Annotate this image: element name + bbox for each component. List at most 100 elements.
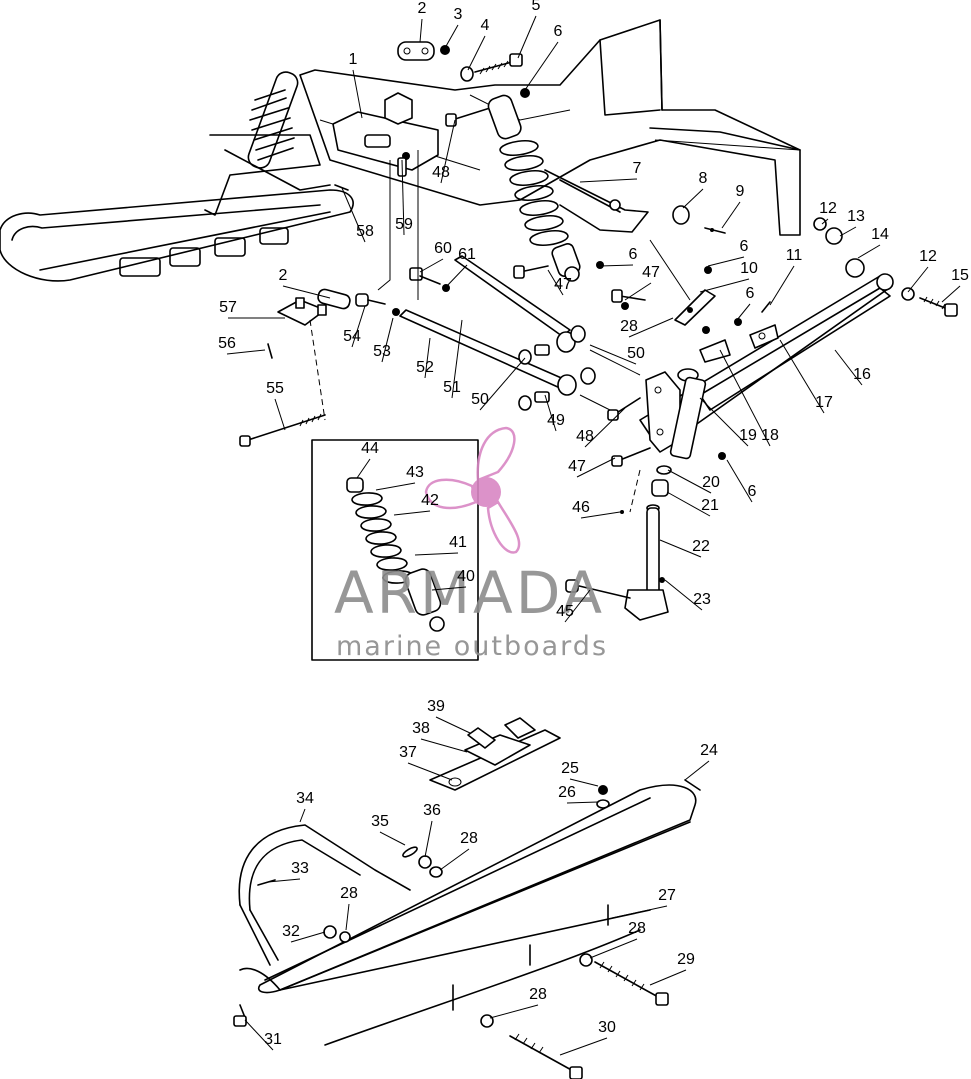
callout-leader-c6d bbox=[736, 303, 751, 321]
callout-c37: 37 bbox=[399, 744, 417, 761]
callout-c49: 49 bbox=[547, 412, 565, 429]
pin-part-11 bbox=[761, 301, 771, 313]
callout-leader-c51 bbox=[451, 319, 463, 399]
ball-joint-part-49 bbox=[534, 344, 550, 403]
callout-leader-c47c bbox=[576, 457, 616, 478]
callout-c30: 30 bbox=[598, 1019, 616, 1036]
callout-c17: 17 bbox=[815, 394, 833, 411]
bolt-part-45 bbox=[565, 579, 631, 599]
callout-c57: 57 bbox=[219, 299, 237, 316]
callout-leader-c6a bbox=[524, 41, 559, 91]
washer-part-28-a bbox=[429, 866, 443, 878]
callout-leader-c56 bbox=[226, 349, 266, 355]
callout-leader-c60 bbox=[419, 258, 444, 273]
callout-leader-c14 bbox=[857, 244, 881, 259]
callout-leader-c48a bbox=[584, 407, 626, 448]
callout-leader-c9 bbox=[721, 201, 741, 229]
watermark-subtitle: marine outboards bbox=[336, 631, 608, 662]
callout-leader-c25 bbox=[569, 778, 599, 787]
callout-leader-c7 bbox=[579, 178, 638, 183]
propeller-logo-icon bbox=[424, 426, 521, 554]
callout-c35: 35 bbox=[371, 813, 389, 830]
callout-leader-c28e bbox=[489, 1004, 539, 1019]
callout-leader-c43 bbox=[375, 482, 416, 491]
callout-c10: 10 bbox=[740, 260, 758, 277]
callout-c29: 29 bbox=[677, 951, 695, 968]
callout-c47c: 47 bbox=[568, 458, 586, 475]
callout-c1: 1 bbox=[349, 51, 358, 68]
callout-leader-c6c bbox=[599, 264, 634, 267]
callout-leader-c28b bbox=[439, 848, 470, 871]
bolt-part-60 bbox=[409, 267, 441, 285]
ski-part-24 bbox=[258, 779, 701, 994]
callout-c61: 61 bbox=[458, 246, 476, 263]
callout-c6a: 6 bbox=[554, 23, 563, 40]
callout-c50b: 50 bbox=[471, 391, 489, 408]
nut-part-3 bbox=[440, 45, 450, 55]
callout-c59: 59 bbox=[395, 216, 413, 233]
callout-c25: 25 bbox=[561, 760, 579, 777]
callout-c52: 52 bbox=[416, 359, 434, 376]
callout-leader-c28a bbox=[628, 317, 674, 338]
callout-leader-c38 bbox=[420, 738, 468, 753]
callout-c51: 51 bbox=[443, 379, 461, 396]
nut-part-28-upper bbox=[621, 302, 629, 310]
callout-c54: 54 bbox=[343, 328, 361, 345]
callout-c6c: 6 bbox=[629, 246, 638, 263]
nut-part-36 bbox=[418, 855, 432, 869]
callout-leader-c49 bbox=[544, 394, 557, 432]
bolt-part-29 bbox=[594, 961, 669, 1006]
left-ski-assembly bbox=[0, 71, 354, 282]
nut-part-6-mid bbox=[734, 318, 742, 326]
callout-leader-c30 bbox=[559, 1037, 608, 1056]
callout-c55: 55 bbox=[266, 380, 284, 397]
callout-c7: 7 bbox=[633, 160, 642, 177]
nut-part-32 bbox=[323, 925, 337, 939]
callout-c48b: 48 bbox=[432, 164, 450, 181]
callout-leader-c20 bbox=[667, 469, 712, 494]
callout-c11: 11 bbox=[786, 247, 803, 264]
bushing-part-8 bbox=[672, 205, 690, 225]
callout-c48a: 48 bbox=[576, 428, 594, 445]
callout-c33: 33 bbox=[291, 860, 309, 877]
callout-leader-c45 bbox=[564, 589, 591, 623]
callout-c47a: 47 bbox=[642, 264, 660, 281]
shock-inset bbox=[311, 439, 479, 661]
plate-part-2 bbox=[397, 41, 435, 61]
callout-leader-c54 bbox=[351, 305, 366, 348]
left-spring bbox=[247, 71, 299, 169]
callout-leader-c13 bbox=[839, 226, 857, 237]
callout-c28a: 28 bbox=[620, 318, 638, 335]
callout-c31: 31 bbox=[264, 1031, 282, 1048]
callout-c12b: 12 bbox=[919, 248, 937, 265]
rod-end-part-50-c bbox=[557, 374, 577, 396]
bolt-part-54 bbox=[355, 293, 386, 307]
pin-part-46 bbox=[620, 510, 624, 514]
callout-c50a: 50 bbox=[627, 345, 645, 362]
ski-loop-part-34 bbox=[238, 824, 411, 966]
callout-leader-c23 bbox=[664, 579, 703, 611]
callout-c18: 18 bbox=[761, 427, 779, 444]
callout-c16: 16 bbox=[853, 366, 871, 383]
callout-leader-c2b bbox=[282, 285, 331, 299]
bolt-part-55 bbox=[239, 413, 326, 447]
bracket-part-10 bbox=[674, 289, 716, 326]
callout-leader-c33 bbox=[267, 878, 301, 883]
washer-part-28-d bbox=[480, 1014, 494, 1028]
pin-part-35 bbox=[402, 846, 418, 858]
a-arm-part-7 bbox=[544, 169, 649, 233]
callout-c28e: 28 bbox=[529, 986, 547, 1003]
callout-c56: 56 bbox=[218, 335, 236, 352]
tie-rod-part-51 bbox=[454, 255, 571, 337]
callout-c23: 23 bbox=[693, 591, 711, 608]
upper-assembly bbox=[0, 19, 958, 661]
bolt-part-15 bbox=[919, 296, 958, 317]
callout-leader-c26 bbox=[566, 801, 599, 804]
callout-leader-c44 bbox=[356, 458, 371, 479]
callout-c28b: 28 bbox=[460, 830, 478, 847]
assembly-lines bbox=[309, 139, 801, 513]
callout-c44: 44 bbox=[361, 440, 379, 457]
callout-leader-c12b bbox=[907, 266, 929, 293]
